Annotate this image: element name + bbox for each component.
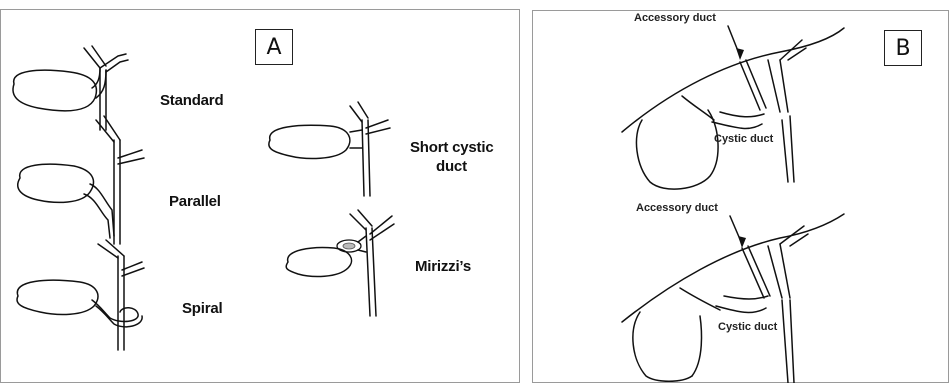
mirizzi-anatomy-drawing [286,210,394,316]
label-accessory-duct-top: Accessory duct [634,12,716,24]
standard-anatomy-drawing [13,46,128,130]
label-parallel: Parallel [169,193,221,210]
label-standard: Standard [160,92,223,109]
accessory-duct-drawing-top [622,26,844,189]
panel-a-drawings [0,0,520,383]
spiral-anatomy-drawing [17,240,144,350]
label-spiral: Spiral [182,300,222,317]
short-cystic-duct-anatomy-drawing [269,102,390,196]
label-mirizzi: Mirizzi’s [415,258,471,275]
parallel-anatomy-drawing [18,116,144,244]
panel-a: A [0,0,520,383]
label-short-cystic-line2: duct [436,158,467,175]
label-short-cystic-line1: Short cystic [410,139,493,156]
label-cystic-duct-top: Cystic duct [714,133,773,145]
label-accessory-duct-bottom: Accessory duct [636,202,718,214]
panel-b: B [532,0,949,383]
accessory-duct-drawing-bottom [622,214,844,383]
label-cystic-duct-bottom: Cystic duct [718,321,777,333]
